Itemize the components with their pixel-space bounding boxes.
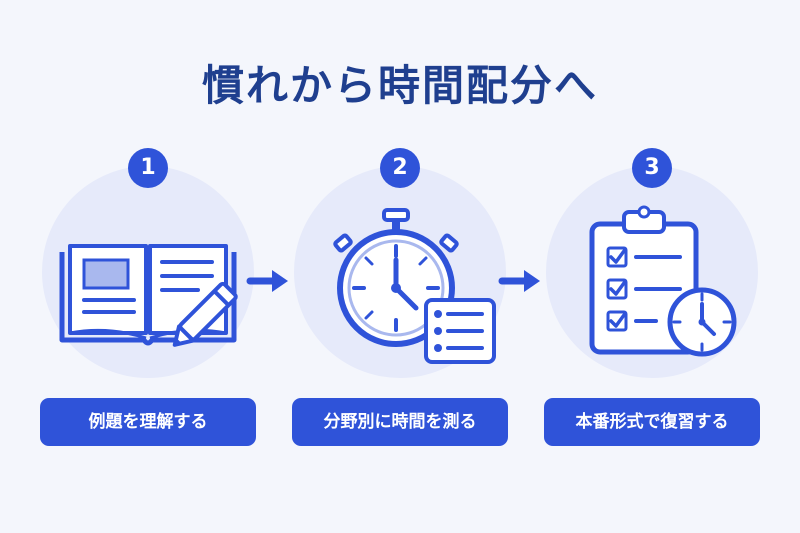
arrow-right-icon — [498, 270, 540, 292]
open-book-with-pencil-icon — [59, 244, 238, 347]
step-3-label: 本番形式で復習する — [544, 398, 760, 446]
page-title: 慣れから時間配分へ — [201, 61, 598, 110]
checklist-clipboard-with-clock-icon — [589, 205, 737, 357]
step-3: 3 本番形式で復習する — [532, 148, 772, 448]
step-3-number-badge: 3 — [632, 148, 672, 188]
arrow-right-icon — [246, 270, 288, 292]
step-1-label: 例題を理解する — [40, 398, 256, 446]
step-2-number-badge: 2 — [380, 148, 420, 188]
step-1-number-badge: 1 — [128, 148, 168, 188]
step-2: 2 分野別に時間を測る — [280, 148, 520, 448]
step-2-label: 分野別に時間を測る — [292, 398, 508, 446]
stopwatch-with-list-icon — [333, 208, 496, 364]
step-1: 1 例題を理解する — [28, 148, 268, 448]
